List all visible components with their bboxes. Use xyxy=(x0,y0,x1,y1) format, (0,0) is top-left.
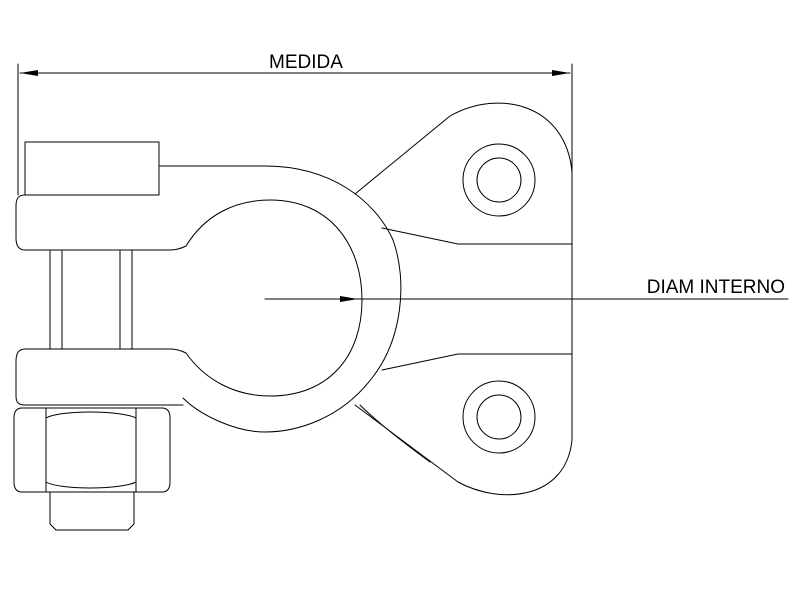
right-side-outline xyxy=(354,171,573,496)
hex-nut xyxy=(13,407,171,531)
terminal-tab xyxy=(24,141,160,196)
ring-outer-arc xyxy=(159,165,402,433)
lower-lobe-edge xyxy=(359,404,431,463)
arrowhead-right-icon xyxy=(552,70,570,76)
mounting-holes xyxy=(462,143,536,454)
inner-diameter-callout: DIAM INTERNO xyxy=(264,277,789,302)
clamp-body xyxy=(15,102,573,496)
web-line-upper-a xyxy=(381,227,459,245)
lower-hole xyxy=(462,380,536,454)
upper-hole xyxy=(462,143,536,217)
arrowhead-left-icon xyxy=(20,70,38,76)
upper-jaw xyxy=(15,194,187,251)
overall-dimension: MEDIDA xyxy=(17,52,573,196)
lower-jaw xyxy=(15,348,187,406)
dimension-label: MEDIDA xyxy=(269,52,343,73)
upper-lobe-outline xyxy=(354,102,573,195)
leader-arrowhead-icon xyxy=(340,296,358,302)
web-line-lower-a xyxy=(381,353,459,371)
bolt-shank xyxy=(49,249,133,350)
inner-diameter-label: DIAM INTERNO xyxy=(647,277,785,298)
bore-circle xyxy=(185,199,363,397)
